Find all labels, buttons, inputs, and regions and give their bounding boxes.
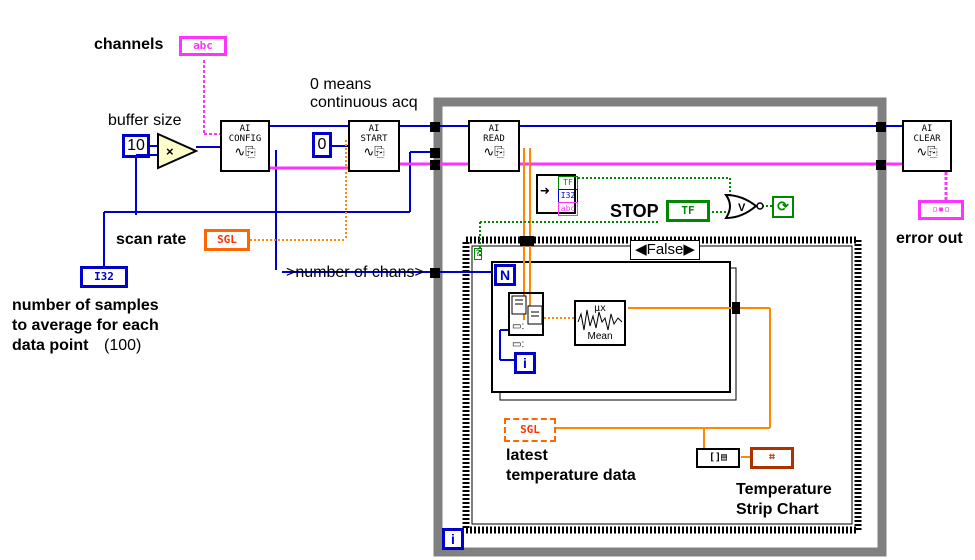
case-selector[interactable]: ◀False▶ [630, 240, 700, 260]
tunnel [520, 236, 534, 246]
number-of-samples-default: (100) [104, 337, 142, 354]
ai-config-vi[interactable]: AI CONFIG ∿⎘ [220, 120, 270, 172]
zero-constant[interactable]: 0 [312, 132, 332, 158]
ai-clear-vi[interactable]: AI CLEAR ∿⎘ [902, 120, 952, 172]
buffer-size-constant[interactable]: 10 [122, 134, 150, 158]
case-selector-terminal: ? [474, 248, 482, 260]
ai-clear-label: AI CLEAR [913, 124, 941, 144]
arrow-icon: ➜ [540, 181, 550, 200]
unbundle-status-node[interactable]: ➜ TF I32 abc [536, 174, 578, 216]
for-loop-iteration-terminal: i [514, 352, 536, 374]
buffer-size-label: buffer size [108, 112, 182, 129]
stop-button-control[interactable]: TF [666, 200, 710, 222]
error-out-cluster-indicator[interactable]: ▫▪▫ [918, 200, 964, 220]
index-array-node[interactable] [508, 292, 544, 336]
temperature-strip-chart-indicator[interactable]: ⌗ [750, 447, 794, 469]
tunnel [430, 122, 440, 132]
count-label: N [499, 267, 511, 283]
tunnel [732, 302, 740, 314]
tunnel [430, 268, 440, 278]
ai-start-vi[interactable]: AI START ∿⎘ [348, 120, 400, 172]
case-label: False [646, 241, 684, 258]
mean-vi[interactable]: μx Mean [574, 300, 626, 346]
latest-temp-type: SGL [520, 423, 540, 436]
tunnel [430, 148, 440, 158]
daq-icon: ∿⎘ [363, 145, 385, 160]
iteration-label: i [523, 355, 527, 371]
for-loop-count-terminal: N [494, 264, 516, 286]
daq-icon: ∿⎘ [916, 145, 938, 160]
case-prev-arrow[interactable]: ◀ [635, 241, 647, 258]
while-loop-border [433, 97, 887, 557]
tunnel [430, 160, 440, 170]
scan-rate-control[interactable]: SGL [204, 229, 250, 251]
error-out-label: error out [896, 230, 963, 247]
temperature-strip-chart-label: Temperature Strip Chart [736, 481, 832, 518]
channels-type-label: abc [193, 39, 213, 52]
scan-rate-type: SGL [217, 233, 237, 246]
zero-means-continuous-label: 0 means continuous acq [310, 76, 418, 111]
ai-config-label: AI CONFIG [228, 124, 262, 144]
while-iteration-label: i [451, 531, 455, 547]
for-loop-frame [491, 261, 731, 393]
scan-rate-label: scan rate [116, 231, 187, 248]
channels-string-control[interactable]: abc [179, 36, 227, 56]
svg-text:V: V [738, 202, 746, 214]
or-gate [724, 193, 758, 220]
tf-terminal: TF [558, 176, 578, 190]
index-array-ports: ▭:▭: [512, 321, 525, 350]
ai-read-vi[interactable]: AI READ ∿⎘ [468, 120, 520, 172]
channels-label: channels [94, 36, 164, 53]
mean-symbol: μx [593, 303, 607, 314]
tunnel [876, 122, 886, 132]
i32-terminal: I32 [558, 189, 578, 203]
build-array-node[interactable]: []▤ [696, 448, 740, 468]
number-of-chans-label: >number of chans> [286, 264, 424, 281]
latest-temperature-indicator[interactable]: SGL [504, 418, 556, 442]
daq-icon: ∿⎘ [234, 145, 256, 160]
while-loop-iteration-terminal: i [442, 528, 464, 550]
number-of-samples-label: number of samples to average for each da… [12, 297, 159, 354]
multiply-node [157, 132, 199, 170]
daq-icon: ∿⎘ [483, 145, 505, 160]
case-next-arrow[interactable]: ▶ [683, 241, 695, 258]
mean-label: Mean [587, 331, 613, 342]
samples-type: I32 [94, 270, 114, 283]
ai-start-label: AI START [360, 124, 388, 144]
svg-text:×: × [166, 144, 174, 159]
zero-value: 0 [317, 136, 327, 153]
loop-condition-icon[interactable]: ⟳ [772, 196, 794, 218]
stop-label: STOP [610, 201, 659, 221]
numeric-wires [103, 125, 902, 361]
buffer-size-value: 10 [127, 137, 145, 154]
stop-type: TF [681, 204, 695, 217]
abc-terminal: abc [558, 202, 578, 216]
ai-read-label: AI READ [483, 124, 505, 144]
tunnel [876, 160, 886, 170]
samples-to-average-control[interactable]: I32 [80, 266, 128, 288]
latest-temperature-label: latest temperature data [506, 447, 636, 484]
